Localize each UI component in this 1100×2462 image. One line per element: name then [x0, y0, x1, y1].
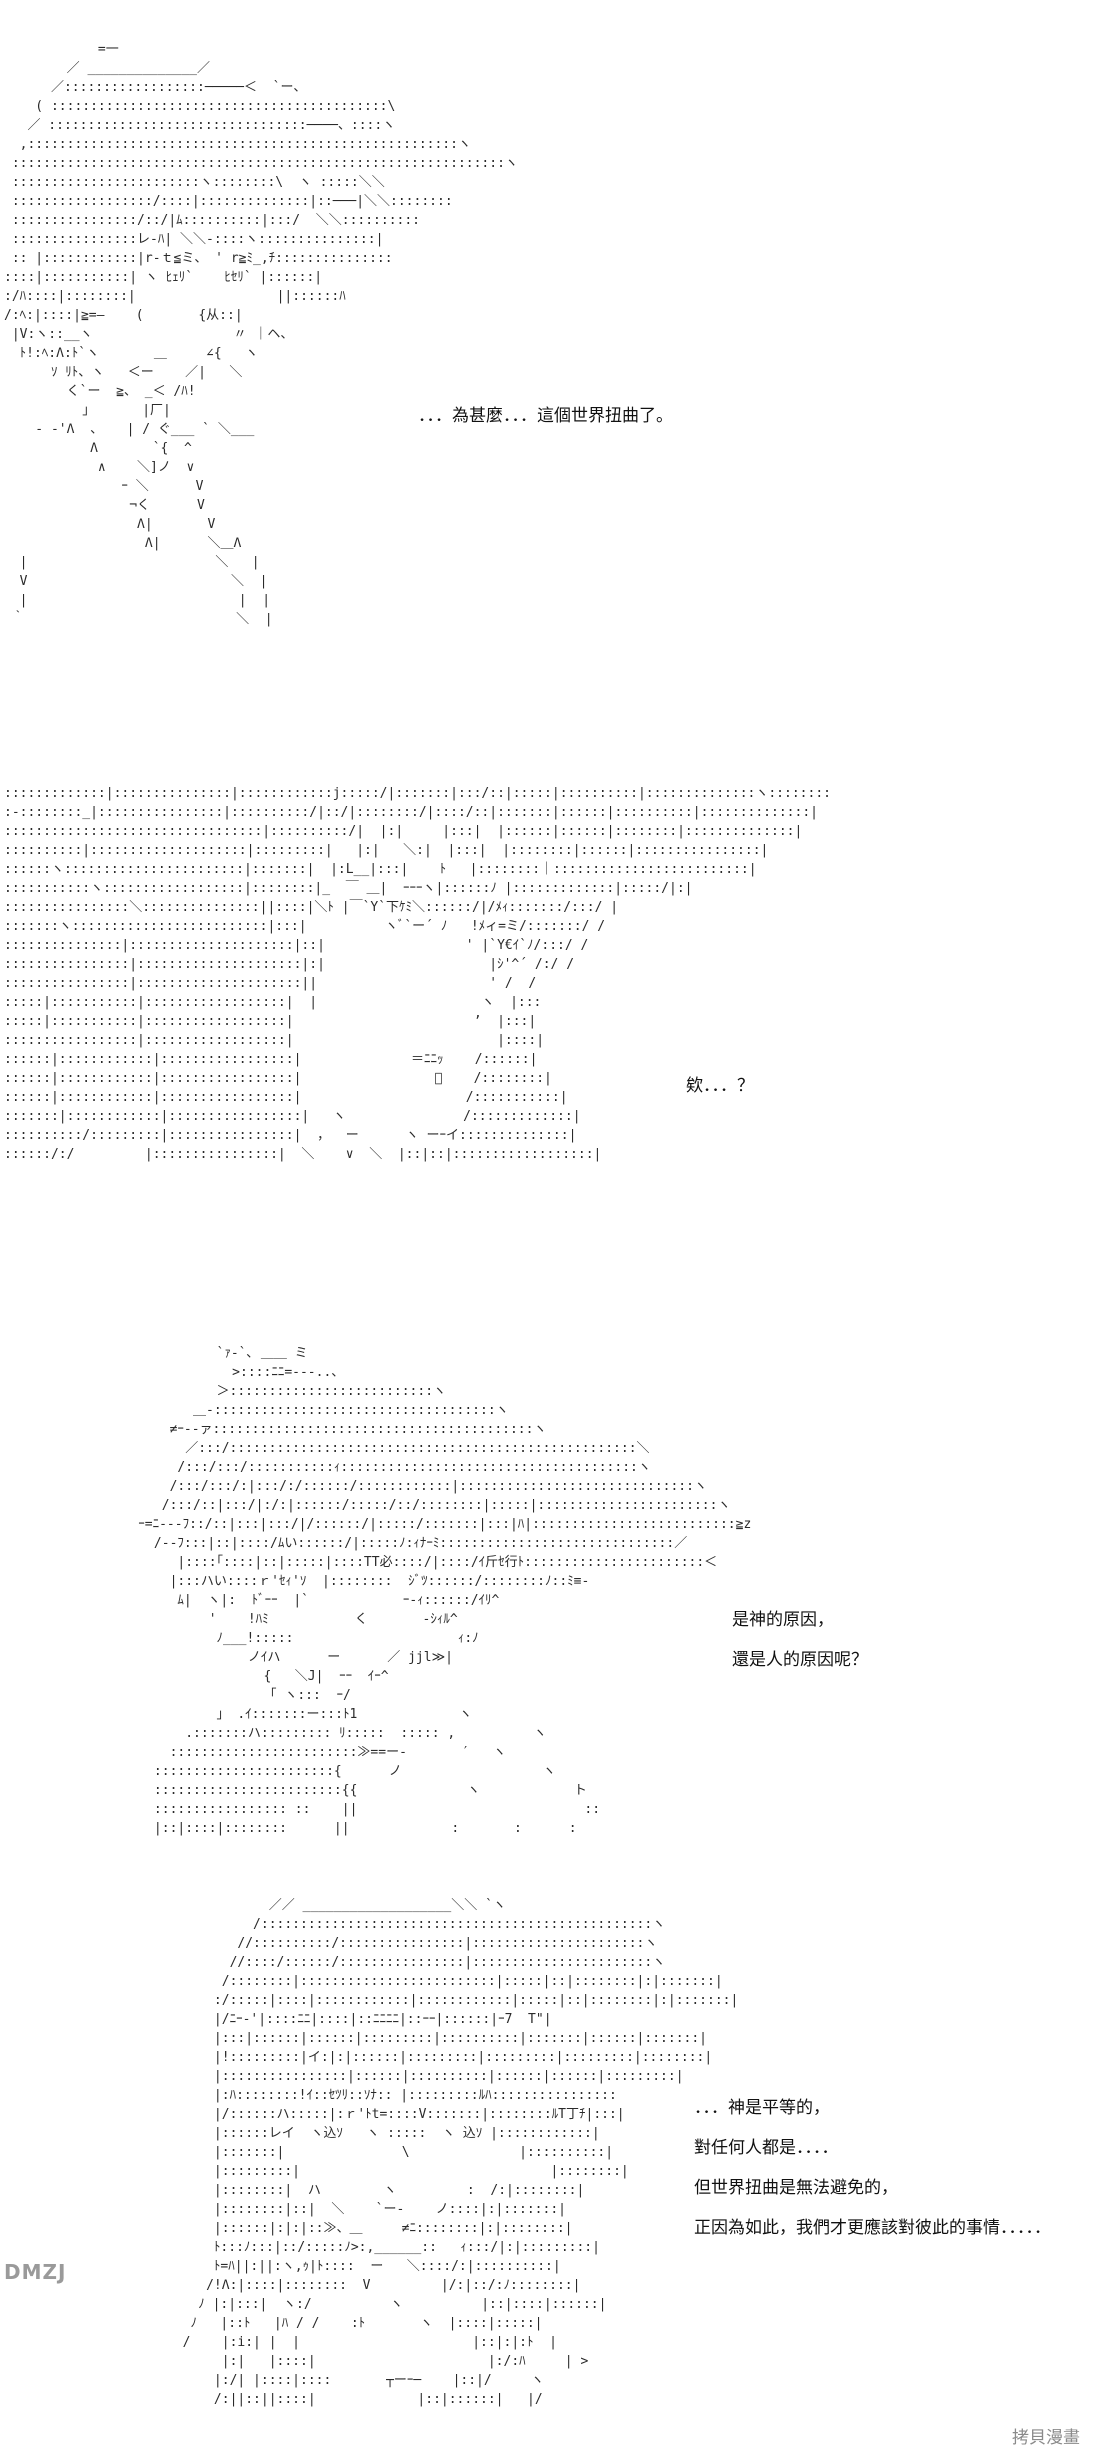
panel-3: `ｧ‐`､ ＿＿ ミ >::::ﾆﾆ=-‐-..、 ＞:::::::::::::… [0, 1320, 1100, 1880]
panel-1: =一 ／ ______________／ ／::::::::::::::::::… [0, 0, 1100, 760]
dialog-line: ．．．神是平等的， [694, 2098, 830, 2118]
site-watermark-logo: DMZJ [4, 2260, 67, 2284]
dialog-line: 對任何人都是．．．． [694, 2138, 839, 2158]
ascii-art-figure: ／／ ___________________＼＼ `ヽ /:::::::::::… [182, 1898, 739, 2407]
dialog-box: 欸．．．？ [686, 1066, 754, 1106]
dialog-line: 還是人的原因呢？ [732, 1650, 868, 1670]
dialog-line: 是神的原因， [732, 1610, 834, 1630]
dialog-line: 正因為如此，我們才更應該對彼此的事情．．．．． [694, 2218, 1051, 2238]
ascii-art-figure: :::::::::::::|:::::::::::::::|::::::::::… [4, 786, 831, 1162]
dialog-line: ．．．為甚麼．．．這個世界扭曲了。 [418, 406, 673, 426]
ascii-art-figure: `ｧ‐`､ ＿＿ ミ >::::ﾆﾆ=-‐-..、 ＞:::::::::::::… [138, 1346, 752, 1836]
dialog-box: ．．．為甚麼．．．這個世界扭曲了。 [418, 396, 673, 436]
ascii-art-figure: =一 ／ ______________／ ／::::::::::::::::::… [4, 42, 518, 627]
panel-4: ／／ ___________________＼＼ `ヽ /:::::::::::… [0, 1880, 1100, 2462]
dialog-line: 欸．．．？ [686, 1076, 754, 1096]
source-credit: 拷貝漫畫 [1012, 2428, 1080, 2448]
dialog-box: ．．．神是平等的， 對任何人都是．．．． 但世界扭曲是無法避免的， 正因為如此，… [694, 2088, 1051, 2248]
dialog-line: 但世界扭曲是無法避免的， [694, 2178, 898, 2198]
dialog-box: 是神的原因， 還是人的原因呢？ [732, 1600, 868, 1680]
panel-2: :::::::::::::|:::::::::::::::|::::::::::… [0, 760, 1100, 1320]
